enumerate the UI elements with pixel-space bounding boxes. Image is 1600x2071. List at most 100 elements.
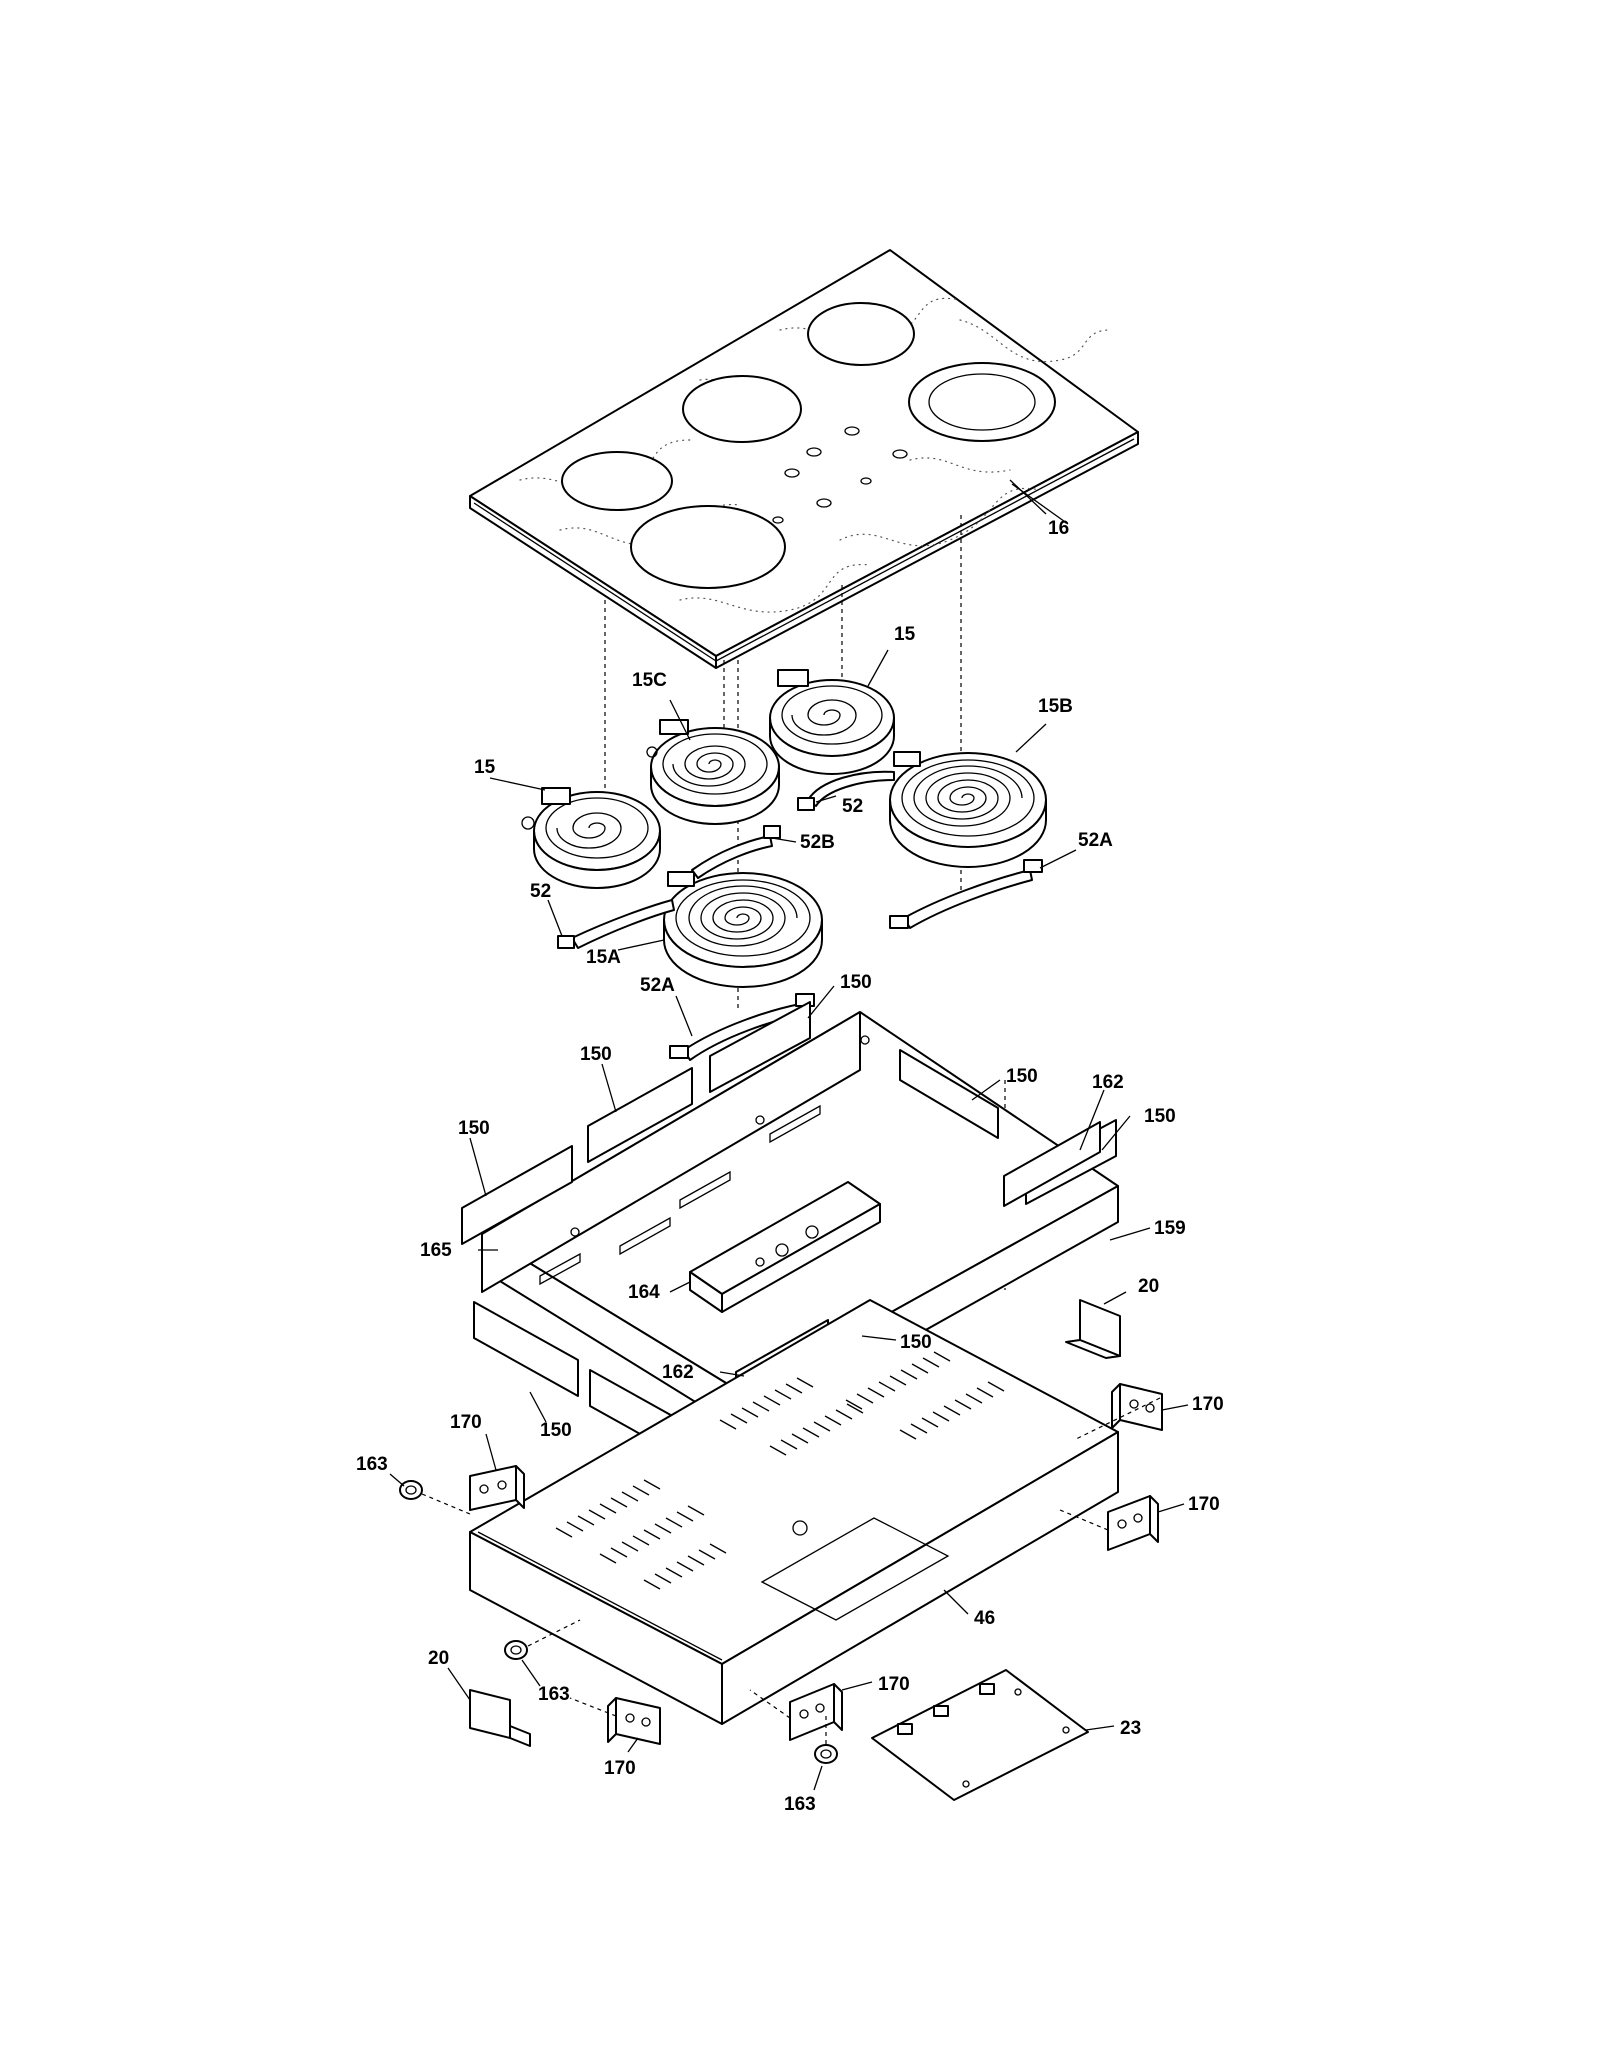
callout-52B: 52B: [800, 832, 835, 853]
grommet-163-bottom: [814, 1744, 838, 1764]
insulation-strip-150-c: [899, 1049, 999, 1139]
callout-15B: 15B: [1038, 696, 1073, 717]
callout-20-right: 20: [1138, 1276, 1159, 1297]
vent-slot: [555, 1527, 573, 1538]
callout-163-mid: 163: [538, 1684, 570, 1705]
callout-170-bottom: 170: [604, 1758, 636, 1779]
vent-slot: [741, 1407, 759, 1418]
mounting-bracket-170-bottom: [607, 1697, 661, 1745]
vent-slot: [900, 1369, 918, 1380]
vent-slot: [698, 1549, 716, 1560]
vent-slot: [856, 1393, 874, 1404]
callout-150-b: 150: [458, 1118, 490, 1139]
vent-slot: [676, 1561, 694, 1572]
vent-slot: [791, 1433, 809, 1444]
vent-slot: [632, 1535, 650, 1546]
callout-15C: 15C: [632, 670, 667, 691]
callout-164: 164: [628, 1282, 660, 1303]
vent-slot: [796, 1377, 814, 1388]
vent-slot: [709, 1543, 727, 1554]
leader-lines: [389, 479, 1189, 1791]
vent-slot: [954, 1399, 972, 1410]
burner-zone-front: [630, 505, 786, 589]
vent-slot: [719, 1419, 737, 1430]
callout-52-left: 52: [530, 881, 551, 902]
insulation-strip-150-a: [587, 1067, 693, 1163]
vent-slot: [610, 1497, 628, 1508]
callout-16: 16: [1048, 518, 1069, 539]
burner-zone-back: [807, 302, 915, 366]
vent-slot: [730, 1413, 748, 1424]
vent-slot: [676, 1511, 694, 1522]
callout-159: 159: [1154, 1218, 1186, 1239]
callout-20-left: 20: [428, 1648, 449, 1669]
insulation-strip-150-b: [461, 1145, 573, 1245]
vent-slot: [780, 1439, 798, 1450]
vent-slot: [921, 1417, 939, 1428]
burner-zone-left: [561, 451, 673, 511]
vent-slot: [610, 1547, 628, 1558]
vent-slot: [785, 1383, 803, 1394]
vent-slot: [846, 1403, 864, 1414]
callout-150-d: 150: [1144, 1106, 1176, 1127]
radiant-element-15-top: [769, 669, 895, 775]
callout-162-top: 162: [1092, 1072, 1124, 1093]
callout-163-left: 163: [356, 1454, 388, 1475]
vent-slot: [965, 1393, 983, 1404]
vent-slot: [933, 1351, 951, 1362]
callout-150-e: 150: [900, 1332, 932, 1353]
glass-cooktop-part-16: [469, 249, 1139, 669]
insulation-strip-150-top: [709, 1001, 811, 1093]
grommet-163-mid: [504, 1640, 528, 1660]
vent-slot: [665, 1567, 683, 1578]
leg-bracket-20-right: [1065, 1299, 1121, 1359]
callout-150-a: 150: [580, 1044, 612, 1065]
vent-slot: [621, 1491, 639, 1502]
callout-150-f: 150: [540, 1420, 572, 1441]
radiant-element-15-left: [521, 787, 661, 889]
vent-slot: [654, 1573, 672, 1584]
callout-15A: 15A: [586, 947, 621, 968]
callout-170-right-mid: 170: [1188, 1494, 1220, 1515]
vent-slot: [643, 1529, 661, 1540]
spacer-162-top: [1003, 1121, 1101, 1207]
vent-slot: [889, 1375, 907, 1386]
vent-slot: [769, 1445, 787, 1456]
vent-slot: [911, 1363, 929, 1374]
callout-170-left: 170: [450, 1412, 482, 1433]
callout-52A-right: 52A: [1078, 830, 1113, 851]
vent-slot: [566, 1521, 584, 1532]
callout-52A-bottom: 52A: [640, 975, 675, 996]
burner-zone-center: [682, 375, 802, 443]
callout-163-bottom: 163: [784, 1794, 816, 1815]
vent-slot: [643, 1479, 661, 1490]
vent-slot: [654, 1523, 672, 1534]
callout-150-top: 150: [840, 972, 872, 993]
vent-slot: [665, 1517, 683, 1528]
callout-170-bottom-right: 170: [878, 1674, 910, 1695]
vent-slot: [599, 1503, 617, 1514]
vent-slot: [621, 1541, 639, 1552]
callout-23: 23: [1120, 1718, 1141, 1739]
support-bracket-52-left: [557, 899, 675, 949]
vent-slot: [987, 1381, 1005, 1392]
radiant-element-15A: [663, 871, 823, 988]
support-bracket-52-mid: [797, 770, 895, 811]
base-pan-part-46: [469, 1299, 1119, 1725]
mounting-bracket-170-bottom-right: [789, 1683, 843, 1741]
leg-bracket-20-left: [469, 1689, 531, 1747]
vent-slot: [824, 1415, 842, 1426]
grommet-163-left: [399, 1480, 423, 1500]
callout-52-mid: 52: [842, 796, 863, 817]
radiant-element-15B: [889, 751, 1047, 868]
vent-slot: [632, 1485, 650, 1496]
vent-slot: [599, 1553, 617, 1564]
vent-slot: [752, 1401, 770, 1412]
vent-slot: [910, 1423, 928, 1434]
vent-slot: [687, 1555, 705, 1566]
callout-15-left: 15: [474, 757, 496, 778]
vent-slot: [845, 1399, 863, 1410]
callout-170-right-top: 170: [1192, 1394, 1224, 1415]
callout-46: 46: [974, 1608, 995, 1629]
vent-slot: [643, 1579, 661, 1590]
